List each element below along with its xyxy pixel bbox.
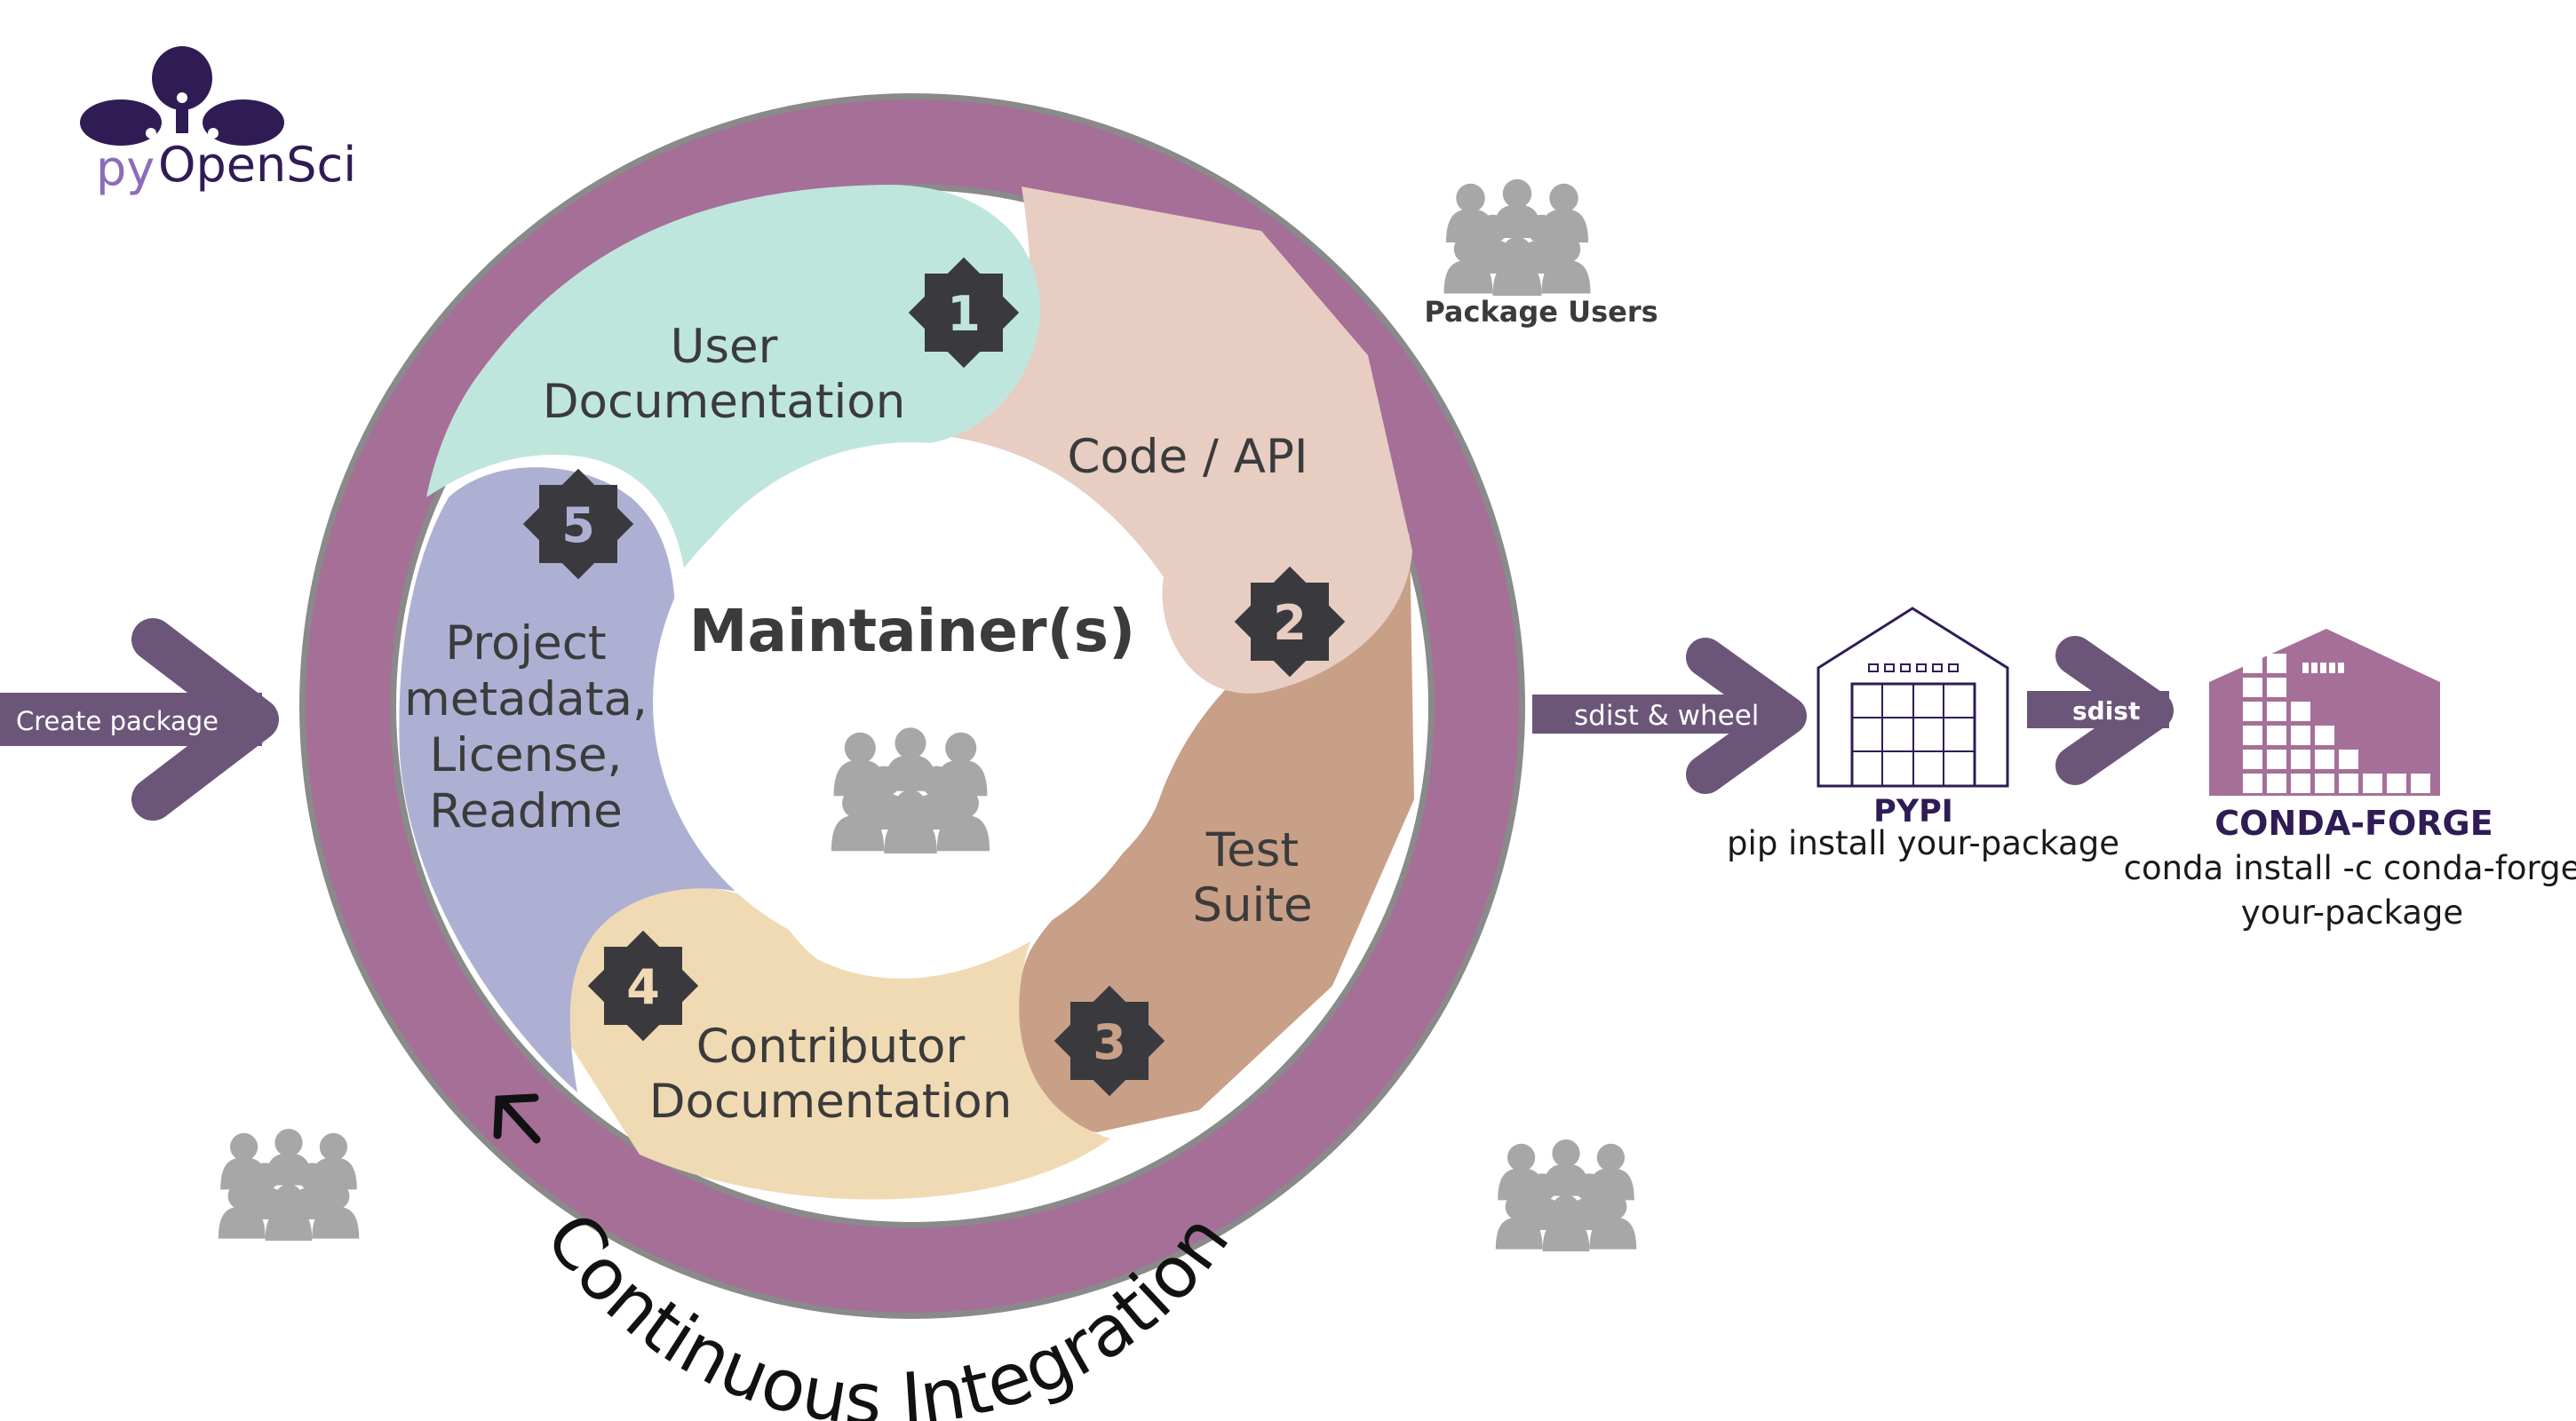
conda-grid-tile <box>2267 654 2286 673</box>
users-people-icon-bottom-left <box>219 1129 359 1241</box>
logo-text-py: py <box>96 140 155 196</box>
segment-label-contributor-docs-2: Documentation <box>649 1075 1013 1129</box>
step-number-1: 1 <box>947 286 981 342</box>
step-badge-3: 3 <box>1053 985 1165 1097</box>
conda-grid-tile <box>2387 774 2406 793</box>
conda-forge-title: CONDA-FORGE <box>2214 804 2493 843</box>
conda-grid-tile <box>2315 750 2334 769</box>
conda-grid-tile <box>2315 726 2334 745</box>
create-package-arrow: Create package <box>0 618 279 821</box>
maintainers-people-icon <box>831 727 990 853</box>
conda-grid-tile <box>2243 774 2262 793</box>
conda-roof-vent <box>2302 663 2309 673</box>
pypi-title: PYPI <box>1873 794 1953 830</box>
center-disc <box>653 442 1172 961</box>
conda-grid-tile <box>2291 774 2310 793</box>
segment-label-test-suite-1: Test <box>1205 823 1299 877</box>
conda-grid-tile <box>2291 750 2310 769</box>
users-people-icon-bottom-right <box>1496 1139 1636 1251</box>
ci-arrow-icon <box>493 1093 541 1144</box>
conda-grid-tile <box>2243 678 2262 697</box>
segment-contributor-docs <box>555 886 1110 1200</box>
conda-roof-vent <box>2338 663 2344 673</box>
conda-grid-tile <box>2291 726 2310 745</box>
conda-forge-warehouse-icon <box>2209 629 2440 796</box>
conda-grid-tile <box>2243 702 2262 721</box>
conda-roof-vent <box>2329 663 2335 673</box>
sdist-wheel-label: sdist & wheel <box>1574 700 1759 732</box>
conda-grid-tile <box>2363 774 2382 793</box>
conda-roof-vent <box>2311 663 2318 673</box>
conda-grid-tile <box>2243 654 2262 673</box>
step-badge-4: 4 <box>587 930 699 1042</box>
segment-project-metadata <box>399 467 782 1092</box>
conda-roof-vent <box>2320 663 2326 673</box>
center-title: Maintainer(s) <box>689 597 1135 665</box>
package-users-people-icon <box>1444 179 1591 296</box>
step-badge-5: 5 <box>522 468 634 580</box>
segment-label-test-suite-2: Suite <box>1192 878 1312 933</box>
pyopensci-logo: py OpenSci <box>80 46 356 196</box>
segment-code-api <box>942 187 1412 694</box>
pypi-command: pip install your-package <box>1727 824 2119 862</box>
pypi-warehouse-icon <box>1817 607 2009 788</box>
step-number-2: 2 <box>1273 595 1307 651</box>
conda-command-line2: your-package <box>2241 893 2463 932</box>
segment-label-contributor-docs-1: Contributor <box>696 1020 966 1074</box>
conda-grid-tile <box>2267 750 2286 769</box>
segment-label-metadata-3: License, <box>430 728 623 782</box>
conda-grid-tile <box>2339 750 2358 769</box>
sdist-wheel-arrow: sdist & wheel <box>1532 638 1807 794</box>
step-number-4: 4 <box>626 959 660 1015</box>
segment-label-metadata-4: Readme <box>429 784 622 838</box>
segment-label-metadata-2: metadata, <box>404 672 648 726</box>
conda-grid-tile <box>2267 702 2286 721</box>
logo-text-opensci: OpenSci <box>158 137 356 193</box>
segment-label-user-docs-1: User <box>671 320 778 374</box>
step-badge-2: 2 <box>1234 566 1346 678</box>
conda-command-line1: conda install -c conda-forge <box>2124 849 2576 887</box>
conda-grid-tile <box>2243 726 2262 745</box>
segment-user-docs <box>426 185 1041 568</box>
segment-label-code-api: Code / API <box>1067 430 1308 484</box>
step-number-3: 3 <box>1093 1014 1126 1070</box>
segment-test-suite <box>1016 533 1414 1132</box>
step-number-5: 5 <box>561 497 595 553</box>
create-package-label: Create package <box>16 706 219 736</box>
conda-grid-tile <box>2411 774 2430 793</box>
package-users-label: Package Users <box>1424 295 1658 329</box>
conda-grid-tile <box>2243 750 2262 769</box>
conda-grid-tile <box>2339 774 2358 793</box>
conda-grid-tile <box>2267 678 2286 697</box>
sdist-label: sdist <box>2072 696 2140 726</box>
segment-label-metadata-1: Project <box>445 616 606 671</box>
sdist-arrow: sdist <box>2027 636 2174 785</box>
conda-grid-tile <box>2315 774 2334 793</box>
conda-grid-tile <box>2291 702 2310 721</box>
conda-grid-tile <box>2267 726 2286 745</box>
conda-grid-tile <box>2267 774 2286 793</box>
segment-label-user-docs-2: Documentation <box>543 375 906 429</box>
step-badge-1: 1 <box>908 257 1020 369</box>
